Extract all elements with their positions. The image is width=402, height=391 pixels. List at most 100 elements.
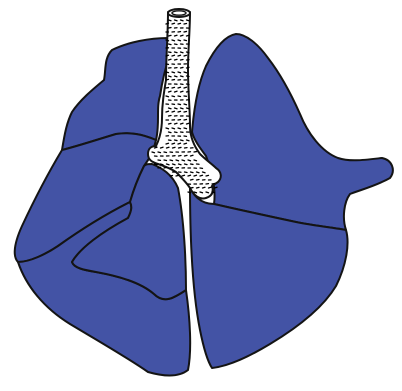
- cartilage-ring-mark: [169, 76, 172, 77]
- cartilage-ring-mark: [169, 91, 172, 92]
- cartilage-ring-mark: [191, 172, 194, 173]
- cartilage-ring-mark: [181, 20, 184, 21]
- cartilage-ring-mark: [187, 67, 190, 68]
- cartilage-ring-mark: [187, 35, 190, 36]
- cartilage-ring-mark: [187, 123, 190, 124]
- cartilage-ring-mark: [197, 187, 200, 188]
- cartilage-ring-mark: [170, 175, 173, 176]
- cartilage-ring-mark: [169, 59, 172, 60]
- cartilage-ring-mark: [188, 192, 191, 193]
- cartilage-ring-mark: [178, 23, 181, 24]
- cartilage-ring-mark: [206, 175, 209, 176]
- cartilage-ring-mark: [164, 167, 167, 168]
- cartilage-ring-mark: [184, 31, 187, 32]
- cartilage-ring-mark: [167, 147, 170, 148]
- cartilage-ring-mark: [212, 183, 215, 184]
- cartilage-ring-mark: [166, 55, 169, 56]
- cartilage-ring-mark: [184, 72, 187, 73]
- cartilage-ring-mark: [166, 23, 169, 24]
- cartilage-ring-mark: [158, 152, 161, 153]
- cartilage-ring-mark: [200, 192, 203, 193]
- cartilage-ring-mark: [161, 164, 164, 165]
- cartilage-ring-mark: [187, 84, 190, 85]
- cartilage-ring-mark: [212, 192, 215, 193]
- cartilage-ring-mark: [166, 128, 169, 129]
- cartilage-ring-mark: [181, 140, 184, 141]
- cartilage-ring-mark: [178, 72, 181, 73]
- cartilage-ring-mark: [172, 55, 175, 56]
- cartilage-ring-mark: [184, 40, 187, 41]
- right-lung: [190, 34, 393, 368]
- cartilage-ring-mark: [175, 20, 178, 21]
- cartilage-ring-mark: [178, 104, 181, 105]
- cartilage-ring-mark: [215, 187, 218, 188]
- cartilage-ring-mark: [169, 132, 172, 133]
- cartilage-ring-mark: [169, 20, 172, 21]
- cartilage-ring-mark: [173, 147, 176, 148]
- cartilage-ring-mark: [169, 44, 172, 45]
- cartilage-ring-mark: [181, 35, 184, 36]
- cartilage-ring-mark: [181, 76, 184, 77]
- cartilage-ring-mark: [178, 87, 181, 88]
- cartilage-ring-mark: [175, 108, 178, 109]
- cartilage-ring-mark: [194, 192, 197, 193]
- cartilage-ring-mark: [172, 128, 175, 129]
- cartilage-ring-mark: [178, 40, 181, 41]
- cartilage-ring-mark: [185, 164, 188, 165]
- cartilage-ring-mark: [172, 87, 175, 88]
- cartilage-ring-mark: [172, 143, 175, 144]
- cartilage-ring-mark: [178, 55, 181, 56]
- cartilage-ring-mark: [166, 143, 169, 144]
- cartilage-ring-mark: [175, 123, 178, 124]
- cartilage-ring-mark: [194, 160, 197, 161]
- cartilage-ring-mark: [179, 164, 182, 165]
- cartilage-ring-mark: [185, 155, 188, 156]
- cartilage-ring-mark: [170, 160, 173, 161]
- cartilage-ring-mark: [203, 172, 206, 173]
- cartilage-ring-mark: [179, 147, 182, 148]
- cartilage-ring-mark: [191, 155, 194, 156]
- cartilage-ring-mark: [166, 96, 169, 97]
- cartilage-ring-mark: [172, 72, 175, 73]
- cartilage-ring-mark: [184, 87, 187, 88]
- cartilage-ring-mark: [187, 76, 190, 77]
- cartilage-ring-mark: [188, 160, 191, 161]
- cartilage-ring-mark: [169, 35, 172, 36]
- right-upper-lobe: [192, 34, 393, 230]
- cartilage-ring-mark: [155, 164, 158, 165]
- cartilage-ring-mark: [166, 72, 169, 73]
- cartilage-ring-mark: [173, 164, 176, 165]
- cartilage-ring-mark: [178, 143, 181, 144]
- cartilage-ring-mark: [155, 147, 158, 148]
- cartilage-ring-mark: [182, 160, 185, 161]
- cartilage-ring-mark: [169, 108, 172, 109]
- cartilage-ring-mark: [178, 111, 181, 112]
- cartilage-ring-mark: [175, 52, 178, 53]
- cartilage-ring-mark: [182, 175, 185, 176]
- cartilage-ring-mark: [181, 123, 184, 124]
- cartilage-ring-mark: [169, 123, 172, 124]
- cartilage-ring-mark: [203, 187, 206, 188]
- cartilage-ring-mark: [175, 35, 178, 36]
- cartilage-ring-mark: [187, 91, 190, 92]
- cartilage-ring-mark: [166, 111, 169, 112]
- cartilage-ring-mark: [161, 147, 164, 148]
- cartilage-ring-mark: [200, 175, 203, 176]
- cartilage-ring-mark: [184, 143, 187, 144]
- cartilage-ring-mark: [184, 55, 187, 56]
- cartilage-ring-mark: [184, 119, 187, 120]
- cartilage-ring-mark: [175, 76, 178, 77]
- cartilage-ring-mark: [194, 175, 197, 176]
- cartilage-ring-mark: [176, 160, 179, 161]
- cartilage-ring-mark: [164, 160, 167, 161]
- cartilage-ring-mark: [187, 52, 190, 53]
- cartilage-ring-mark: [181, 108, 184, 109]
- cartilage-ring-mark: [191, 179, 194, 180]
- cartilage-ring-mark: [187, 20, 190, 21]
- cartilage-ring-mark: [175, 59, 178, 60]
- cartilage-ring-mark: [166, 40, 169, 41]
- cartilage-ring-mark: [158, 167, 161, 168]
- cartilage-ring-mark: [206, 192, 209, 193]
- cartilage-ring-mark: [181, 52, 184, 53]
- cartilage-ring-mark: [197, 172, 200, 173]
